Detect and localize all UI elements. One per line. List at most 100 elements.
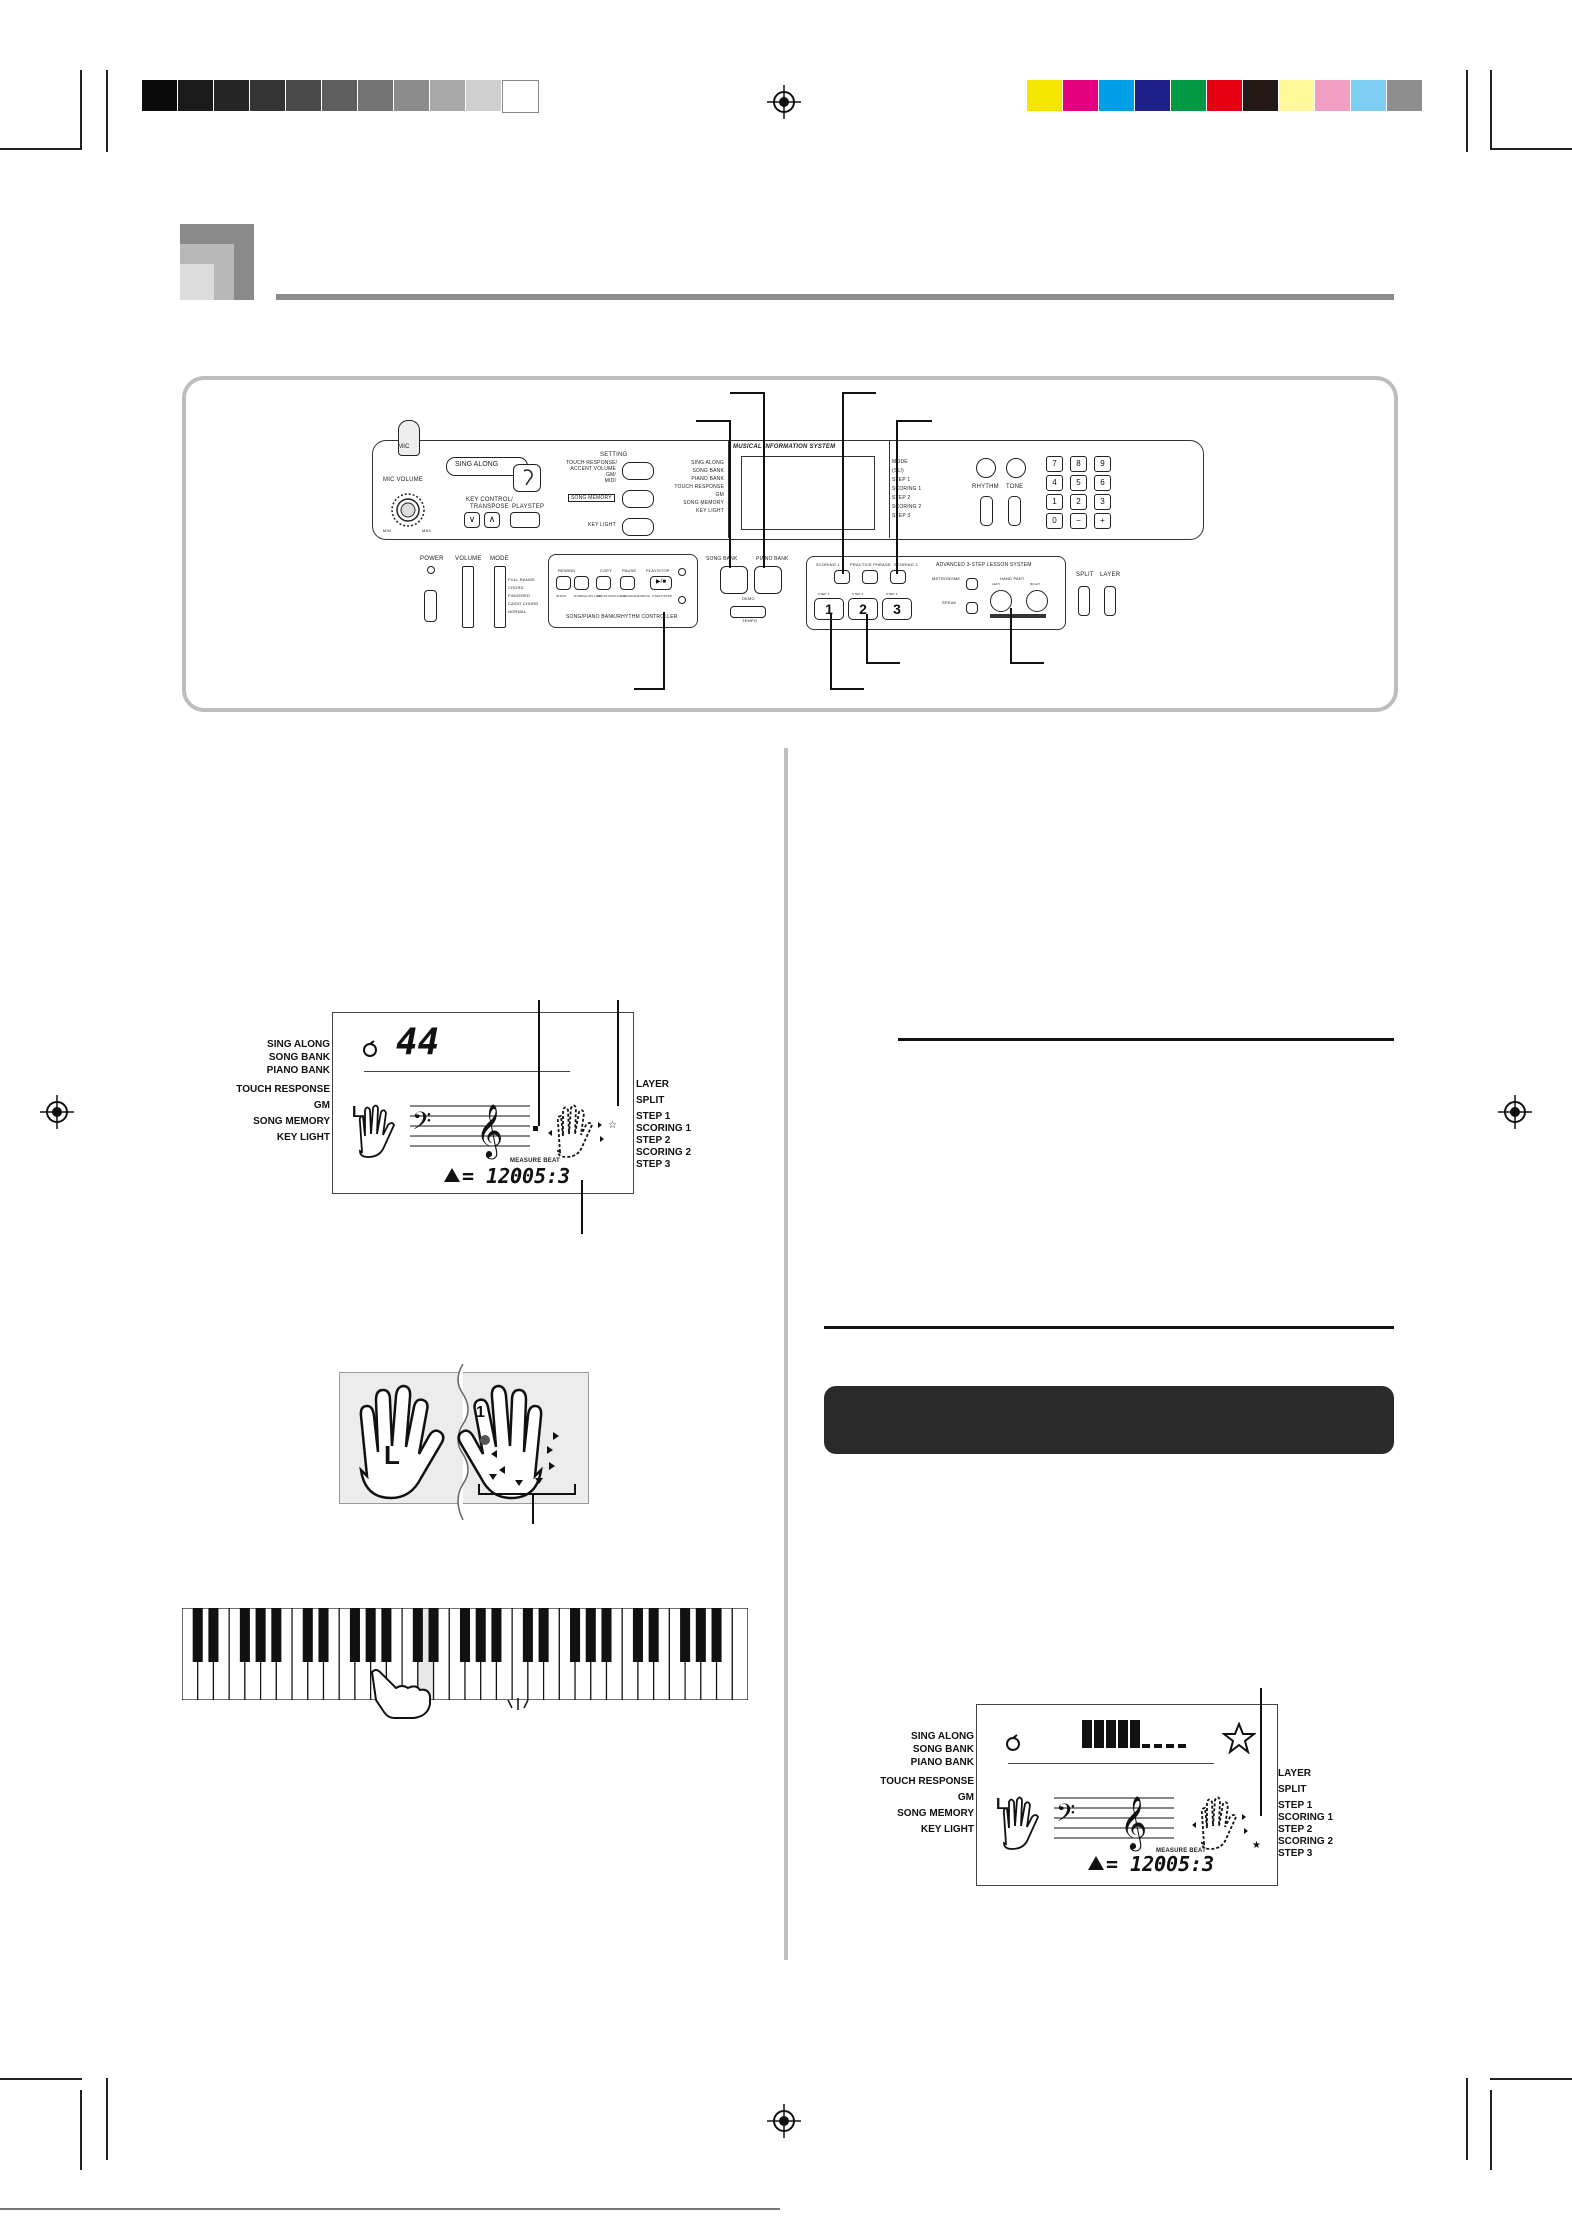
power-button[interactable] — [424, 590, 437, 622]
speak-button[interactable] — [966, 602, 978, 614]
numpad-key-2[interactable]: 2 — [1070, 494, 1087, 510]
key-light-label: KEY LIGHT — [588, 522, 616, 528]
callout-line — [866, 662, 900, 664]
section-banner — [824, 1386, 1394, 1454]
display-right-item: SCORING 1 — [892, 486, 922, 492]
normal-fill-in-button[interactable] — [574, 576, 589, 590]
white-key — [731, 1608, 748, 1700]
black-key — [255, 1608, 266, 1662]
lcd1-label-key-light: KEY LIGHT — [276, 1132, 330, 1143]
step-2-button[interactable]: 2 — [848, 598, 878, 620]
rhythm-button[interactable] — [980, 496, 993, 526]
callout-line — [830, 688, 864, 690]
left-hand-button[interactable] — [990, 590, 1012, 612]
color-swatch — [1099, 80, 1134, 111]
mode-item: SING ALONG — [691, 460, 724, 466]
intro-button[interactable] — [556, 576, 571, 590]
lcd1-measure: 005:3 — [510, 1164, 571, 1188]
lcd2-divider-line — [1008, 1763, 1214, 1764]
lcd2-equals: = — [1106, 1852, 1131, 1876]
controller-led — [678, 596, 686, 604]
metronome-button[interactable] — [966, 578, 978, 590]
mode-item: SONG BANK — [692, 468, 724, 474]
black-key — [632, 1608, 643, 1662]
setting-button[interactable] — [622, 462, 654, 480]
column-divider — [784, 748, 788, 1960]
song-memory-button[interactable] — [622, 490, 654, 508]
lcd2-score-bar-graph — [1082, 1720, 1186, 1748]
hands-zoom-letter: L — [384, 1440, 400, 1470]
piano-keyboard-illustration — [182, 1608, 748, 1700]
layer-label: LAYER — [1100, 572, 1121, 578]
numpad-key-4[interactable]: 4 — [1046, 475, 1063, 491]
black-key — [491, 1608, 502, 1662]
synchro-ending-button[interactable] — [620, 576, 635, 590]
piano-bank-button[interactable] — [754, 566, 782, 594]
callout-line — [830, 614, 832, 690]
mode-option: FULL RANGE — [508, 577, 535, 582]
transpose-down-button[interactable]: ∨ — [464, 512, 480, 528]
controller-frame — [548, 554, 698, 628]
key-control-label: KEY CONTROL/ — [466, 497, 513, 503]
registration-mark-left — [40, 1095, 74, 1129]
scoring-1-label: SCORING 1 — [816, 562, 840, 567]
playstep-button[interactable] — [510, 512, 540, 528]
tone-icon — [1006, 458, 1026, 478]
header-block — [180, 264, 214, 300]
controller-label-pause: PAUSE — [622, 568, 637, 573]
hand-part-label: HAND PART — [1000, 576, 1025, 581]
lcd1-label-scoring-1: SCORING 1 — [636, 1123, 692, 1134]
mode-option: FINGERED — [508, 593, 531, 598]
svg-text:★: ★ — [1252, 1840, 1261, 1851]
numpad-key-9[interactable]: 9 — [1094, 456, 1111, 472]
metronome-label: METRONOME — [932, 576, 961, 581]
black-key — [601, 1608, 612, 1662]
numpad-key-plus[interactable]: + — [1094, 513, 1111, 529]
lcd2-measure-beat-label: MEASURE BEAT — [1156, 1848, 1206, 1854]
black-key — [271, 1608, 282, 1662]
crop-mark — [1490, 70, 1492, 150]
sing-along-button[interactable] — [513, 464, 541, 492]
split-button[interactable] — [1078, 586, 1090, 616]
lcd1-label-piano-bank: PIANO BANK — [266, 1065, 330, 1076]
color-swatch — [1351, 80, 1386, 111]
power-label: POWER — [420, 556, 444, 562]
practice-phrase-button[interactable] — [862, 570, 878, 584]
color-swatch — [178, 80, 213, 111]
volume-slider[interactable] — [462, 566, 474, 628]
black-key — [711, 1608, 722, 1662]
variation-fill-in-button[interactable] — [596, 576, 611, 590]
crop-mark — [0, 2078, 82, 2080]
numpad-key-1[interactable]: 1 — [1046, 494, 1063, 510]
settings-item: GM/ — [605, 472, 616, 478]
numpad-key-minus[interactable]: − — [1070, 513, 1087, 529]
numpad-key-3[interactable]: 3 — [1094, 494, 1111, 510]
mic-volume-knob[interactable] — [382, 490, 434, 534]
numpad-key-0[interactable]: 0 — [1046, 513, 1063, 529]
lcd1-label-step-1: STEP 1 — [636, 1111, 671, 1122]
lcd2-left-labels: SING ALONG SONG BANK PIANO BANK TOUCH RE… — [880, 1730, 974, 1836]
scoring-2-button[interactable] — [890, 570, 906, 584]
step-1-button[interactable]: 1 — [814, 598, 844, 620]
tempo-button[interactable] — [730, 606, 766, 618]
right-hand-button[interactable] — [1026, 590, 1048, 612]
key-light-button[interactable] — [622, 518, 654, 536]
numpad-key-7[interactable]: 7 — [1046, 456, 1063, 472]
color-swatch — [1171, 80, 1206, 111]
numpad-key-6[interactable]: 6 — [1094, 475, 1111, 491]
step-3-button[interactable]: 3 — [882, 598, 912, 620]
mode-slider[interactable] — [494, 566, 506, 628]
practice-phrase-label: PRACTICE PHRASE — [850, 562, 891, 567]
pointing-hand-icon — [370, 1669, 431, 1719]
transpose-up-button[interactable]: ∧ — [484, 512, 500, 528]
numpad-key-5[interactable]: 5 — [1070, 475, 1087, 491]
lcd2-label-step-3: STEP 3 — [1278, 1848, 1313, 1859]
controller-sub-variation: VARIATION/FILL-IN — [596, 594, 626, 598]
numpad-key-8[interactable]: 8 — [1070, 456, 1087, 472]
start-stop-button[interactable]: ▶/■ — [650, 576, 672, 590]
callout-line — [763, 392, 765, 568]
tone-button[interactable] — [1008, 496, 1021, 526]
key-light-rays-icon — [507, 1698, 529, 1710]
song-bank-button[interactable] — [720, 566, 748, 594]
layer-button[interactable] — [1104, 586, 1116, 616]
